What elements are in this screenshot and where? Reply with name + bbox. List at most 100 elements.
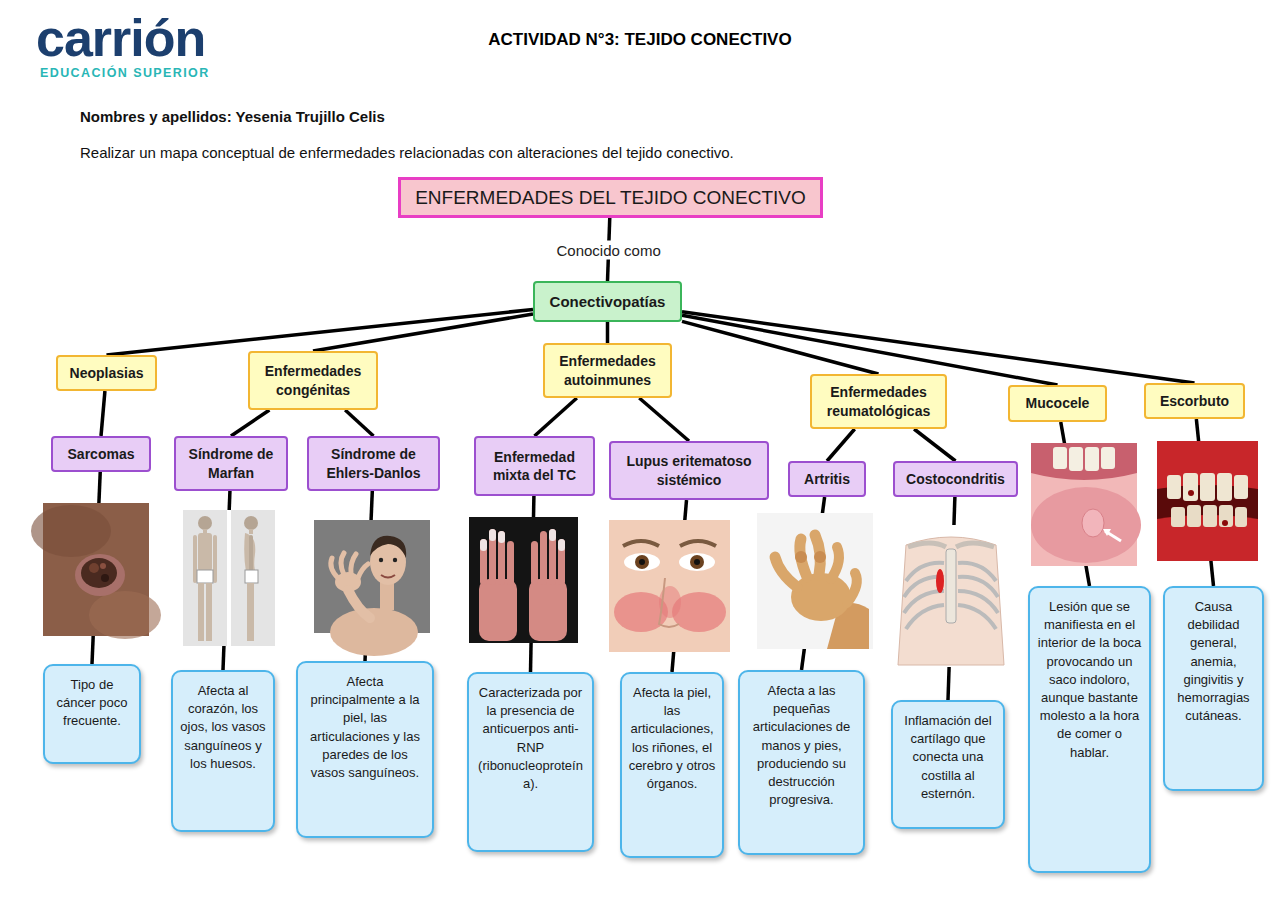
node-text: Causa debilidad general, anemia, gingivi… [1171,598,1256,725]
hands-photo-part [489,529,496,585]
hands-photo-part [479,579,517,641]
costochondritis-drawing-part [958,605,996,629]
connector-line [682,312,1195,383]
node-text: Inflamación del cartílago que conecta un… [899,712,997,803]
node-text: Síndrome de Ehlers-Danlos [317,445,430,481]
root-box: ENFERMEDADES DEL TEJIDO CONECTIVO [398,177,823,218]
scurvy-photo-part [1200,473,1215,501]
arthritis-photo-part [814,551,826,563]
connector-label: Conocido como [553,240,665,259]
node-text: Costocondritis [906,470,1005,488]
lupus-photo-part [679,553,715,571]
category-box: Neoplasias [56,355,157,391]
hands-photo-part [549,529,556,541]
connector-line [535,398,577,436]
lupus-photo-part [690,555,704,569]
description-box: Afecta a las pequeñas articulaciones de … [738,670,865,855]
disease-box: Síndrome de Ehlers-Danlos [307,436,440,491]
node-text: Enfermedad mixta del TC [484,448,585,484]
arthritis-photo-part [775,557,797,587]
category-box: Enfermedades congénitas [248,351,378,410]
description-box: Lesión que se manifiesta en el interior … [1028,586,1151,873]
disease-box: Sarcomas [51,436,151,472]
logo-wordmark: carrión [36,12,205,64]
costochondritis-drawing-part [946,549,956,623]
costochondritis-drawing-part [886,525,1016,667]
connector-line [345,410,373,436]
node-text: Afecta al corazón, los ojos, los vasos s… [179,682,267,773]
arthritis-photo-part [847,573,857,603]
description-box: Caracterizada por la presencia de anticu… [467,672,594,852]
arthritis-photo-part [791,573,851,621]
arthritis-photo-part [757,513,873,649]
connector-line [606,322,610,343]
costochondritis-drawing-part [956,543,994,547]
hands-photo-part [469,517,578,643]
hands-photo-part [480,539,487,585]
marfan-photo [183,510,275,646]
node-text: Afecta a las pequeñas articulaciones de … [746,682,857,809]
sarcoma-photo [31,503,161,639]
marfan-photo-part [197,570,213,583]
category-box: Enfermedades reumatológicas [810,374,947,429]
disease-box: Artritis [788,461,866,497]
mucocele-photo-part [1031,443,1137,480]
sarcoma-photo-part [89,563,99,573]
connector-line [231,410,269,436]
lupus-photo-part [639,559,645,565]
description-box: Afecta la piel, las articulaciones, los … [620,672,724,858]
description-box: Tipo de cáncer poco frecuente. [43,664,141,764]
scurvy-photo-part [1157,441,1258,561]
hands-photo-part [489,529,496,541]
costochondritis-drawing-part [936,569,944,593]
lupus-photo-part [694,559,700,565]
connector-line [313,314,533,351]
student-name: Nombres y apellidos: Yesenia Trujillo Ce… [80,108,385,125]
marfan-photo-part [198,583,204,641]
marfan-photo-part [183,510,275,646]
hands-photo-part [540,531,547,585]
hands-photo-part [498,531,505,585]
connector-line [914,429,955,461]
marfan-photo-part [244,516,258,530]
node-text: Lupus eritematoso sistémico [619,452,759,488]
mucocele-photo-part [1101,447,1115,469]
connector-line [107,309,534,355]
marfan-photo-part [213,535,217,583]
sarcoma-photo-part [89,591,161,639]
lupus-photo-part [659,578,679,627]
costochondritis-drawing [886,525,1016,667]
node-text: Artritis [804,470,850,488]
marfan-photo-part [245,570,258,583]
lupus-photo [609,520,730,652]
category-box: Mucocele [1008,385,1107,422]
lupus-photo-part [609,520,730,652]
scurvy-photo-part [1222,520,1228,526]
node-text: Enfermedades autoinmunes [553,352,662,390]
marfan-photo-part [198,516,212,530]
arthritis-photo-part [831,547,839,579]
hands-photo-part [480,539,487,551]
scurvy-photo-part [1167,475,1181,499]
arthritis-photo [757,513,873,649]
marfan-photo-part [227,510,231,646]
ehlers-danlos-photo-part [351,554,356,574]
disease-box: Síndrome de Marfan [174,436,288,491]
ehlers-danlos-photo-part [393,558,397,562]
connector-line [101,391,105,436]
sarcoma-photo-part [100,563,106,569]
costochondritis-drawing-part [906,605,944,629]
scurvy-photo-part [1183,473,1198,501]
disease-box: Enfermedad mixta del TC [474,436,595,496]
category-box: Escorbuto [1144,383,1245,419]
ehlers-danlos-photo [314,520,430,656]
node-text: Tipo de cáncer poco frecuente. [51,676,133,731]
description-box: Causa debilidad general, anemia, gingivi… [1163,586,1264,791]
hands-photo-part [498,531,505,543]
node-text: Conectivopatías [550,293,666,310]
costochondritis-drawing-part [908,543,946,547]
scurvy-photo-part [1235,507,1247,527]
node-text: Afecta principalmente a la piel, las art… [304,673,426,782]
ehlers-danlos-photo-part [381,575,395,578]
